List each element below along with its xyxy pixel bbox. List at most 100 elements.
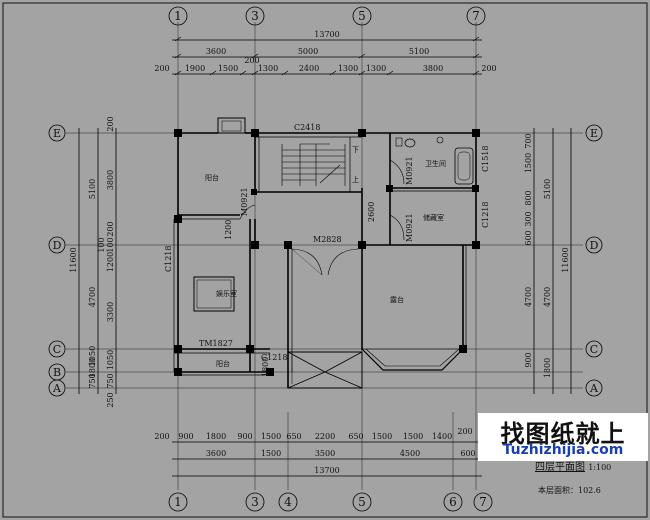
axis-bottom-1: 1 [174,495,182,509]
dim-top-r3-7: 3800 [423,64,443,73]
stair-up-label: 上 [352,175,359,184]
label-door-m0921-b: M0921 [405,213,414,242]
dim-bot-r1-6: 2200 [315,432,335,441]
dim-top-3600: 3600 [206,47,226,56]
dim-top-r3-5: 1300 [338,64,358,73]
axis-bottom-4: 4 [284,495,292,509]
dim-bot-r1-7: 650 [348,432,363,441]
axis-left-a: A [52,382,62,395]
dim-right-mid-1: 4700 [543,287,552,307]
axis-right-e: E [590,127,598,140]
dim-bot-r2-4: 600 [460,449,475,458]
floor-area: 本层面积：102.6 [538,486,601,495]
label-door-m0921-c: M0921 [240,187,249,216]
dim-right-in-0: 700 [524,133,533,148]
dim-left-mid-0: 5100 [88,179,97,199]
dim-right-mid-2: 1800 [543,358,552,378]
dim-right-in-2: 800 [524,190,533,205]
dim-top-total: 13700 [314,30,339,39]
axis-left-e: E [53,127,61,140]
dim-bot-total: 13700 [314,466,339,475]
axis-top-7: 7 [472,9,480,23]
dim-left-in-2: 200 [106,221,115,236]
label-window-c2418: C2418 [294,123,320,132]
dim-right-in-4: 600 [524,230,533,245]
axis-left-d: D [53,239,62,252]
dim-left-in-1: 3800 [106,170,115,190]
label-window-c1518: C1518 [481,146,490,172]
label-window-c1218-left: C1218 [164,246,173,272]
dim-bot-r2-2: 3500 [315,449,335,458]
dim-bot-r1-3: 900 [237,432,252,441]
dim-left-in-5: 1200 [106,252,115,272]
dim-bot-r1-0: 200 [154,432,169,441]
watermark-url: Tuzhizhijia.com [502,442,624,458]
dim-top-r3-1: 1900 [185,64,205,73]
dim-top-r3-8: 200 [481,64,496,73]
dim-left-in-6: 3300 [106,302,115,322]
dim-bot-r2-0: 3600 [206,449,226,458]
dim-top-r3-3: 1300 [258,64,278,73]
dim-bot-r2-3: 4500 [400,449,420,458]
dim-top-r3-6: 1300 [366,64,386,73]
axis-bottom-3: 3 [251,495,259,509]
dim-top-5100: 5100 [409,47,429,56]
drawing-title-name: 四层平面图 [535,462,585,473]
axis-top-3: 3 [251,9,259,23]
dim-bot-r1-8: 1500 [372,432,392,441]
axis-top-5: 5 [358,9,366,23]
label-door-m0921-a: M0921 [405,156,414,185]
dim-bot-r1-4: 1500 [261,432,281,441]
label-dim-2600: 2600 [367,202,376,222]
dim-right-in-1: 1500 [524,153,533,173]
label-dim-1800: 1800 [261,357,270,377]
dim-left-in-0: 200 [106,116,115,131]
dim-left-extra-1: 750 [88,373,97,388]
dim-top-r3-2: 1500 [218,64,238,73]
room-balcony-top: 阳台 [205,173,219,182]
room-bathroom: 卫生间 [425,159,446,168]
room-balcony-bottom: 阳台 [216,359,230,368]
dim-bot-r1-2: 1800 [206,432,226,441]
dim-bot-r1-1: 900 [178,432,193,441]
axis-left-c: C [53,343,61,356]
dim-bot-r1-9: 1500 [403,432,423,441]
dim-left-in-3: 100 [97,237,106,252]
dim-left-outer: 11600 [69,247,78,272]
label-door-m2828: M2828 [313,235,342,244]
axis-right-a: A [589,382,599,395]
label-window-c1218-bottom: C1218 [261,353,287,362]
dim-bot-r1-5: 650 [286,432,301,441]
dim-top-r3-0: 200 [154,64,169,73]
dim-right-in-6: 900 [524,352,533,367]
axis-bottom-7: 7 [479,495,487,509]
dim-left-in-9: 250 [106,392,115,407]
axis-right-d: D [590,239,599,252]
label-window-c1218-right: C1218 [481,202,490,228]
dim-right-in-5: 4700 [524,287,533,307]
dim-bot-r1-11: 200 [457,427,472,436]
dim-right-in-3: 300 [524,211,533,226]
watermark-main-text: 找图纸就上 [500,420,626,448]
dim-bot-r2-1: 1500 [261,449,281,458]
dim-top-r3-4: 2400 [299,64,319,73]
axis-top-1: 1 [174,9,182,23]
dim-left-mid-2: 1800 [88,358,97,378]
axis-bottom-5: 5 [358,495,366,509]
drawing-scale: 1:100 [588,463,612,472]
stair-down-label: 下 [352,146,359,154]
dim-left-in-4: 100 [106,237,115,252]
room-entertainment: 娱乐室 [216,289,237,298]
dim-right-outer: 11600 [561,247,570,272]
dim-left-in-7: 1050 [106,350,115,370]
dim-right-mid-0: 5100 [543,179,552,199]
axis-left-b: B [53,366,61,379]
dim-top-5000: 5000 [298,47,318,56]
label-dim-1200: 1200 [224,220,233,240]
dim-bot-r1-10: 1400 [432,432,452,441]
room-storage: 储藏室 [423,213,444,222]
axis-right-c: C [590,343,598,356]
dim-left-extra-0: 1050 [88,346,97,366]
drawing-title: 四层平面图 1:100 [535,458,611,473]
